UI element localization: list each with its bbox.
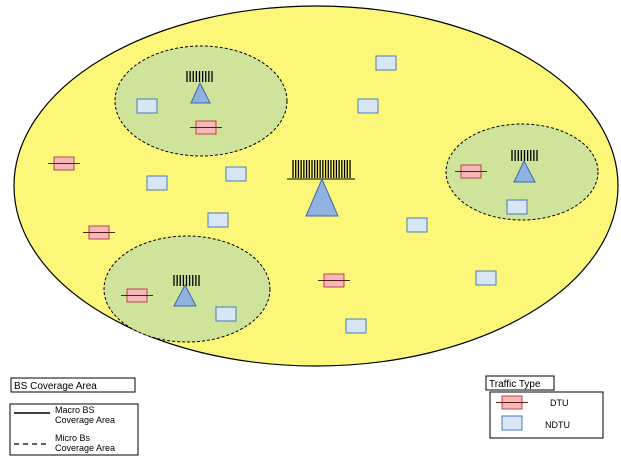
micro-coverage-legend-label-line1: Micro Bs: [55, 433, 91, 443]
ndtu-user: [406, 217, 428, 233]
dtu-user: [48, 156, 80, 171]
dtu-user: [455, 164, 487, 179]
ndtu-user: [225, 166, 247, 182]
dtu-legend-label: DTU: [550, 398, 569, 408]
macro-bs-tower-icon: [305, 177, 339, 217]
ndtu-user: [375, 55, 397, 71]
micro-bs-antenna-array: [186, 71, 213, 82]
dtu-legend-symbol: [496, 395, 528, 410]
ndtu-user: [207, 212, 229, 228]
macro-coverage-legend-label-line2: Coverage Area: [55, 415, 115, 425]
dtu-user: [190, 120, 222, 135]
traffic-type-legend-title-box: [485, 375, 555, 391]
macro-base-station: [287, 160, 355, 217]
micro-base-station-top-left: [186, 71, 213, 104]
bs-coverage-legend-title: BS Coverage Area: [14, 381, 97, 392]
ndtu-user: [345, 318, 367, 334]
dtu-user: [318, 273, 350, 288]
ndtu-legend-label: NDTU: [545, 420, 570, 430]
traffic-type-legend: Traffic Type DTU NDTU: [485, 375, 604, 439]
micro-bs-antenna-array: [173, 275, 200, 286]
micro-bs-antenna-array: [511, 150, 538, 161]
ndtu-user: [136, 98, 158, 114]
ndtu-user: [357, 98, 379, 114]
micro-bs-tower-icon: [173, 283, 197, 307]
bs-coverage-legend: BS Coverage Area Macro BS Coverage Area …: [9, 377, 139, 456]
dtu-user: [83, 225, 115, 240]
ndtu-user: [146, 175, 168, 191]
ndtu-legend-symbol: [501, 415, 523, 431]
micro-base-station-right: [511, 150, 538, 183]
macro-bs-antenna-array: [292, 160, 351, 178]
ndtu-user: [475, 270, 497, 286]
bs-coverage-legend-title-box: [10, 377, 136, 393]
dtu-user: [121, 288, 153, 303]
traffic-type-legend-title: Traffic Type: [489, 379, 541, 390]
micro-bs-tower-icon: [190, 81, 211, 104]
micro-coverage-legend-label-line2: Coverage Area: [55, 443, 115, 453]
micro-bs-tower-icon: [513, 159, 536, 183]
ndtu-user: [215, 306, 237, 322]
ndtu-user: [506, 199, 528, 215]
micro-base-station-bottom-left: [173, 275, 200, 307]
macro-coverage-legend-label-line1: Macro BS: [55, 405, 95, 415]
